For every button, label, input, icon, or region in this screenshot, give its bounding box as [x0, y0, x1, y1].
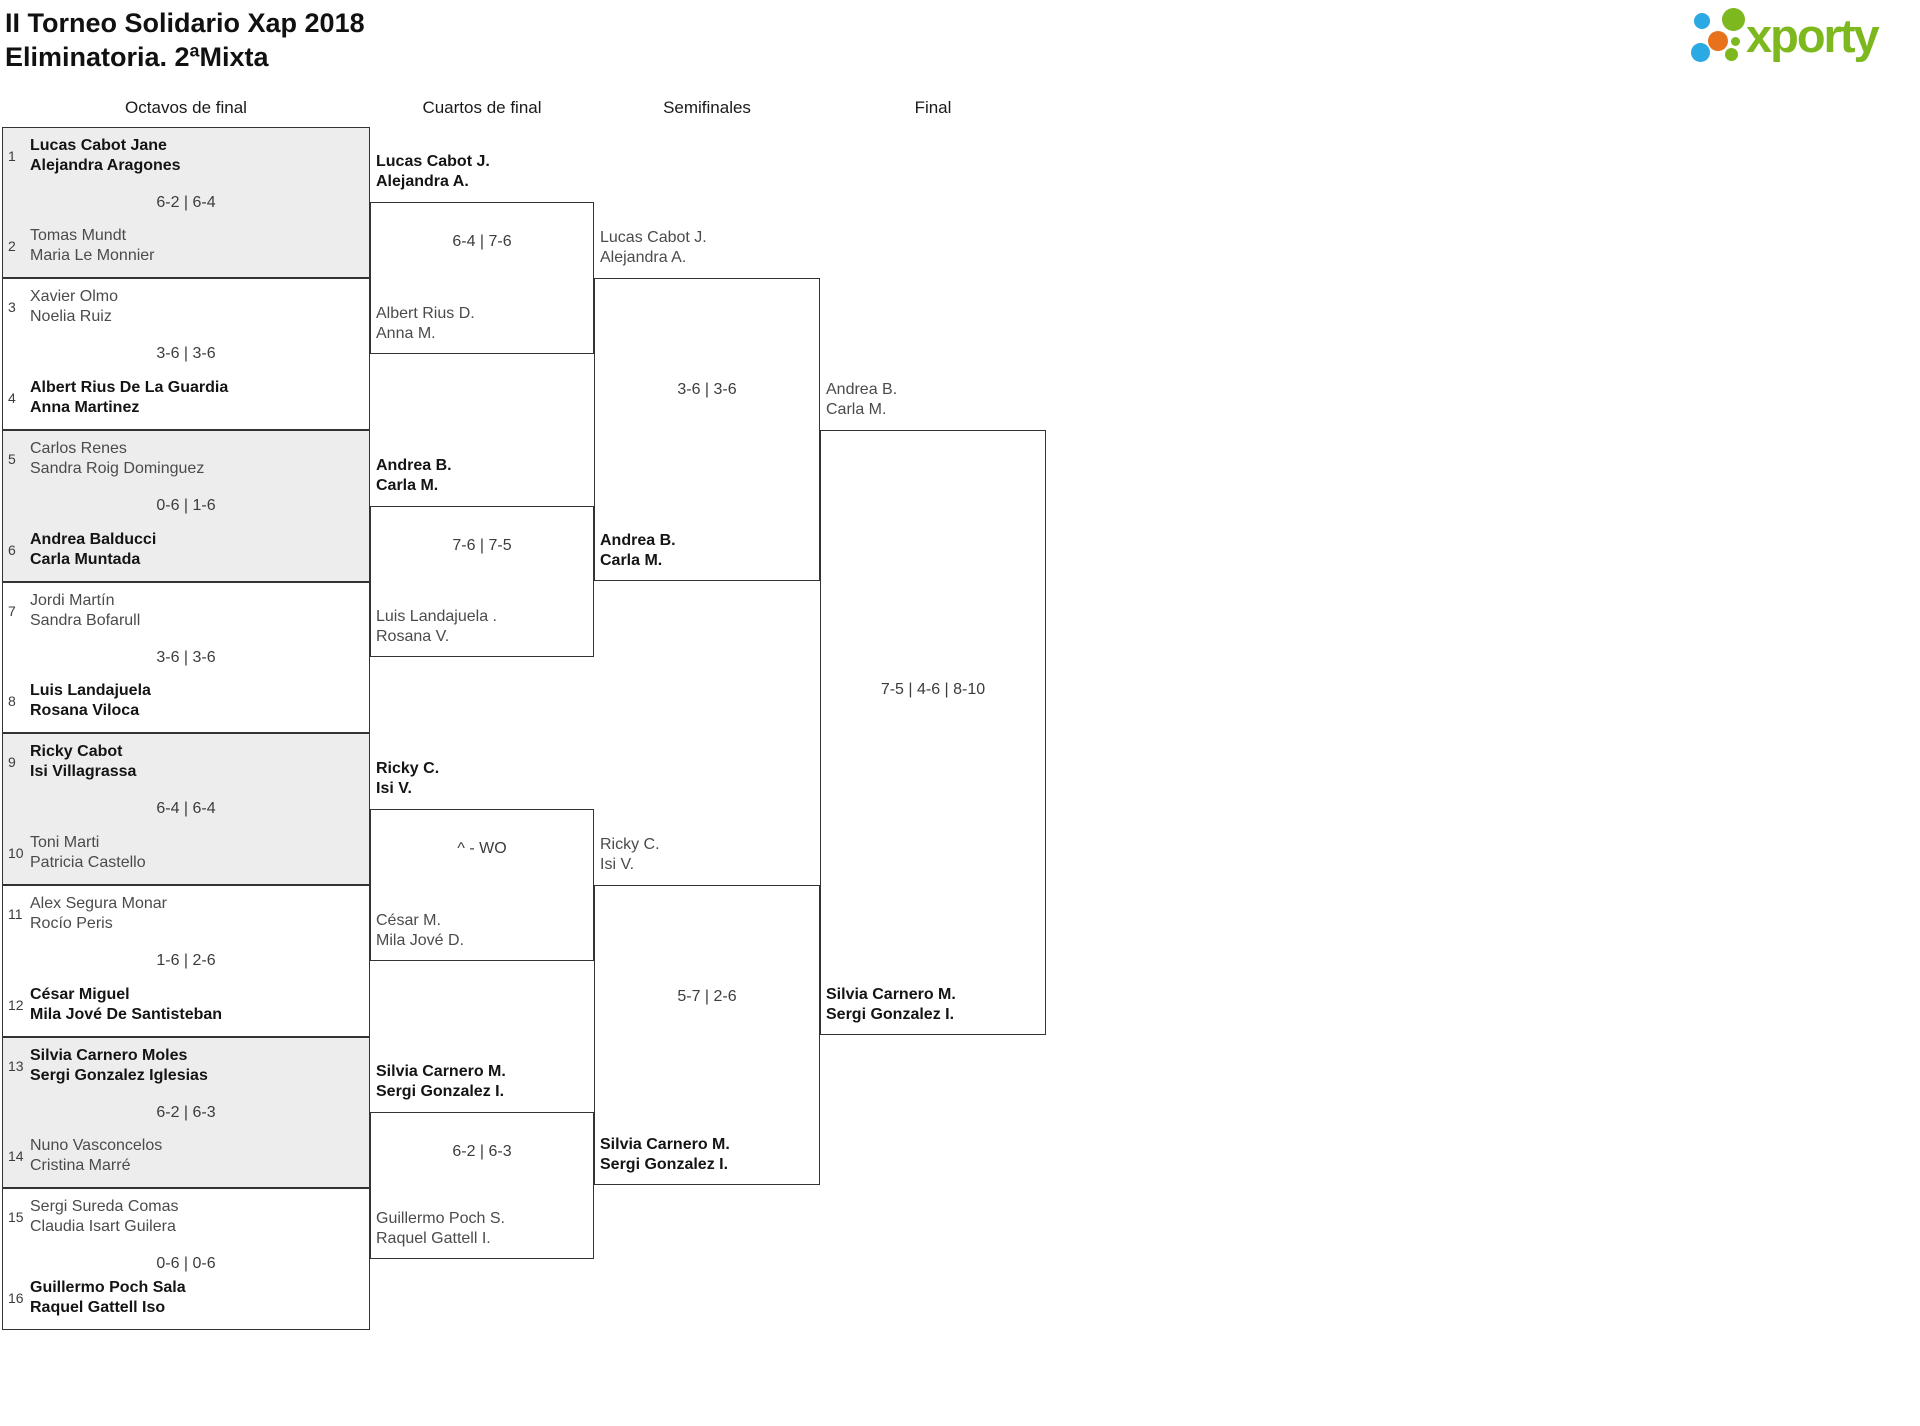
r16-m6-seed-a: 11: [8, 906, 23, 922]
qf-m3-box: [370, 809, 594, 961]
r16-m6-box: [2, 885, 370, 1037]
round-header-cuartos: Cuartos de final: [422, 98, 542, 117]
r16-m4-seed-b: 8: [8, 693, 16, 709]
r16-m7-score: 6-2 | 6-3: [156, 1104, 216, 1121]
round-header-octavos: Octavos de final: [125, 98, 247, 117]
qf-m3-team-a: Ricky C.Isi V.: [376, 760, 440, 797]
page-title: II Torneo Solidario Xap 2018 Eliminatori…: [5, 6, 365, 74]
sf-m2-box: [594, 885, 820, 1185]
r16-m7-seed-b: 14: [8, 1148, 24, 1164]
r16-m4-seed-a: 7: [8, 603, 16, 619]
r16-m3-box: [2, 430, 370, 582]
qf-m4-score: 6-2 | 6-3: [452, 1143, 512, 1160]
qf-m3-score: ^ - WO: [457, 840, 507, 857]
r16-m7-box: [2, 1037, 370, 1188]
qf-m1-team-b: Albert Rius D.Anna M.: [376, 305, 475, 342]
final-team-b: Silvia Carnero M.Sergi Gonzalez I.: [826, 986, 956, 1023]
r16-m8-box: [2, 1188, 370, 1330]
r16-m2-seed-a: 3: [8, 299, 16, 315]
qf-m1-box: [370, 202, 594, 354]
sf-m1-score: 3-6 | 3-6: [677, 381, 737, 398]
r16-m2-box: [2, 278, 370, 430]
xporty-logo[interactable]: xporty: [1688, 8, 1916, 70]
sf-m2-team-b: Silvia Carnero M.Sergi Gonzalez I.: [600, 1136, 730, 1173]
xporty-dots-icon: [1688, 8, 1745, 64]
qf-m3-team-b: César M.Mila Jové D.: [376, 912, 465, 949]
qf-m4-box: [370, 1112, 594, 1259]
r16-m8-seed-b: 16: [8, 1290, 24, 1306]
final-score: 7-5 | 4-6 | 8-10: [880, 681, 986, 698]
r16-m1-seed-b: 2: [8, 238, 16, 254]
qf-m4-team-a: Silvia Carnero M.Sergi Gonzalez I.: [376, 1063, 506, 1100]
r16-m1-score: 6-2 | 6-4: [156, 194, 216, 211]
r16-m5-box: [2, 733, 370, 885]
qf-m2-team-a: Andrea B.Carla M.: [376, 457, 452, 494]
round-header-final: Final: [914, 98, 952, 117]
r16-m5-seed-a: 9: [8, 754, 16, 770]
sf-m2-team-a: Ricky C.Isi V.: [600, 836, 660, 873]
r16-m4-box: [2, 582, 370, 733]
r16-m7-seed-a: 13: [8, 1058, 24, 1074]
r16-m5-score: 6-4 | 6-4: [156, 800, 216, 817]
r16-m3-seed-b: 6: [8, 542, 16, 558]
xporty-logo-text: xporty: [1746, 9, 1880, 62]
round-header-semifinales: Semifinales: [663, 98, 751, 117]
r16-m6-score: 1-6 | 2-6: [156, 952, 216, 969]
r16-m2-score: 3-6 | 3-6: [156, 345, 216, 362]
page-title-line1: II Torneo Solidario Xap 2018: [5, 8, 365, 38]
r16-m1-box: [2, 127, 370, 278]
r16-m2-seed-b: 4: [8, 390, 16, 406]
qf-m2-box: [370, 506, 594, 657]
qf-m1-team-a: Lucas Cabot J.Alejandra A.: [376, 153, 490, 190]
r16-m1-seed-a: 1: [8, 148, 16, 164]
qf-m1-score: 6-4 | 7-6: [452, 233, 512, 250]
page-title-line2: Eliminatoria. 2ªMixta: [5, 42, 269, 72]
qf-m4-team-b: Guillermo Poch S.Raquel Gattell I.: [376, 1210, 505, 1247]
r16-m6-seed-b: 12: [8, 997, 24, 1013]
r16-m8-score: 0-6 | 0-6: [156, 1255, 216, 1272]
sf-m1-team-a: Lucas Cabot J.Alejandra A.: [600, 229, 707, 266]
r16-m3-score: 0-6 | 1-6: [156, 497, 216, 514]
r16-m5-seed-b: 10: [8, 845, 24, 861]
r16-m8-seed-a: 15: [8, 1209, 24, 1225]
final-box: [820, 430, 1046, 1035]
final-team-a: Andrea B.Carla M.: [826, 381, 898, 418]
sf-m2-score: 5-7 | 2-6: [677, 988, 737, 1005]
sf-m1-box: [594, 278, 820, 581]
qf-m2-score: 7-6 | 7-5: [452, 537, 512, 554]
r16-m3-seed-a: 5: [8, 451, 16, 467]
r16-m4-score: 3-6 | 3-6: [156, 649, 216, 666]
sf-m1-team-b: Andrea B.Carla M.: [600, 532, 676, 569]
qf-m2-team-b: Luis Landajuela .Rosana V.: [376, 608, 497, 645]
